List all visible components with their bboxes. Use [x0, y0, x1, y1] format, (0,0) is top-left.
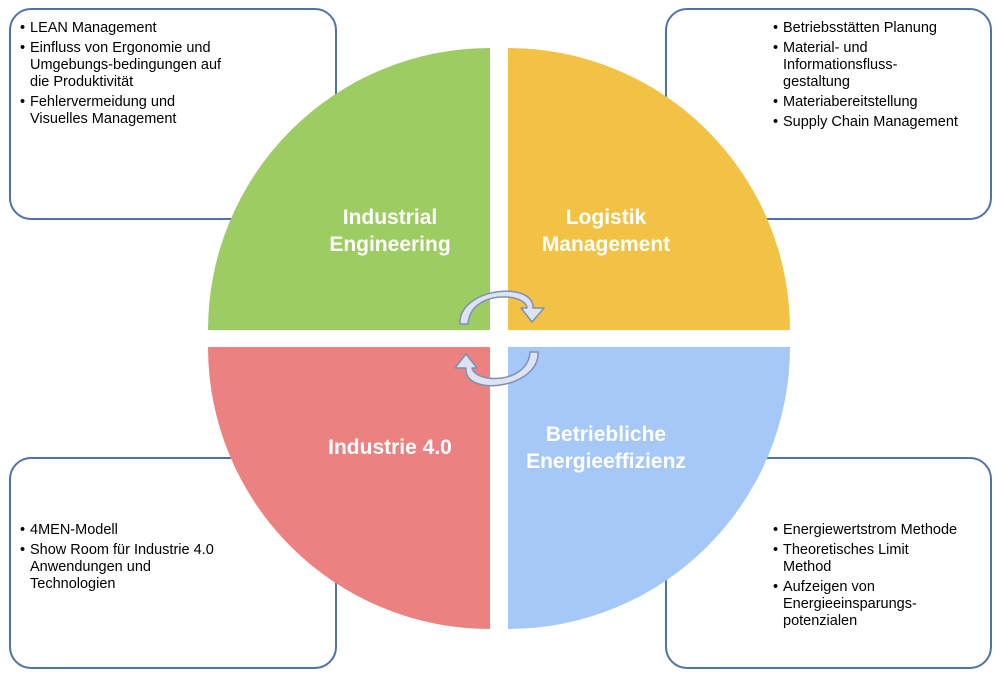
label-be-1: Betriebliche: [546, 423, 666, 446]
cycle-arrow-top: [459, 290, 545, 325]
list-item: Betriebsstätten Planung: [773, 20, 988, 37]
quadrant-betriebliche-energieeffizienz: [508, 347, 790, 629]
list-item: Supply Chain Management: [773, 114, 988, 131]
list-item: Show Room für Industrie 4.0 Anwendungen …: [20, 542, 220, 593]
list-item: Aufzeigen von Energieeinsparungs-potenzi…: [773, 579, 953, 630]
label-lm-1: Logistik: [566, 206, 647, 229]
label-i4: Industrie 4.0: [328, 436, 452, 459]
list-item: LEAN Management: [20, 20, 320, 37]
list-item: Theoretisches Limit Method: [773, 542, 923, 576]
box-top-left: LEAN Management Einfluss von Ergonomie u…: [9, 8, 337, 220]
quadrant-industrie-40: [208, 347, 490, 629]
label-be-2: Energieeffizienz: [526, 450, 686, 473]
box-top-right: Betriebsstätten Planung Material- und In…: [665, 8, 992, 220]
quadrant-logistik-management: [508, 48, 790, 330]
list-item: Fehlervermeidung und Visuelles Managemen…: [20, 94, 215, 128]
list-item: Einfluss von Ergonomie und Umgebungs-bed…: [20, 40, 225, 91]
label-ie-1: Industrial: [343, 206, 438, 229]
list-item: Materiabereitstellung: [773, 94, 988, 111]
cycle-arrow-bottom: [454, 351, 539, 387]
cycle-arrows: [454, 290, 545, 387]
list-item: Energiewertstrom Methode: [773, 522, 988, 539]
quadrant-industrial-engineering: [208, 48, 490, 330]
label-ie-2: Engineering: [329, 233, 450, 256]
list-item: Material- und Informationsfluss-gestaltu…: [773, 40, 933, 91]
label-lm-2: Management: [542, 233, 670, 256]
list-item: 4MEN-Modell: [20, 522, 220, 539]
